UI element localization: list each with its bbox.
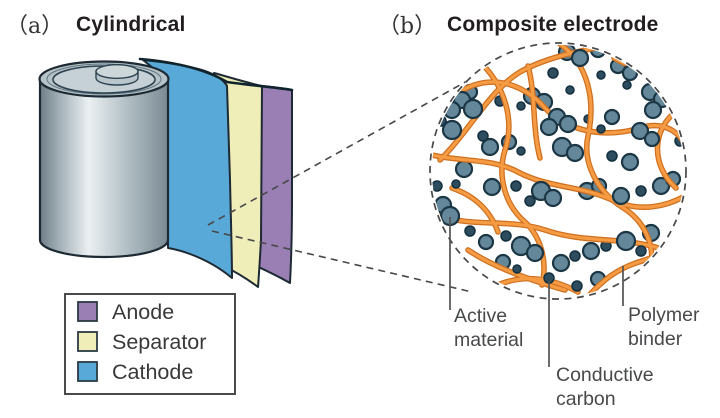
- cylinder-body: [38, 77, 170, 259]
- cathode-legend-swatch: [77, 361, 98, 382]
- callout-pointers: [449, 217, 624, 367]
- separator-legend-swatch: [77, 331, 98, 352]
- panel-a-title: Cylindrical: [76, 13, 186, 36]
- zoom-connector-lines: [207, 49, 524, 293]
- active-material-particles-front: [433, 48, 684, 273]
- conductive-carbon-label: Conductive carbon: [556, 364, 659, 410]
- panel-a-index: （a）: [6, 14, 63, 39]
- cathode-legend-label: Cathode: [112, 360, 193, 384]
- cylinder-top-rim-ring: [46, 63, 162, 95]
- cylindrical-battery: [38, 57, 294, 288]
- anode-legend-swatch: [77, 301, 98, 322]
- panel-a: （a） Cylindrical Anode Separator: [6, 13, 294, 395]
- zoom-line-lower: [211, 230, 473, 293]
- panel-b-index: （b）: [378, 14, 436, 39]
- sheet-top-edge: [138, 57, 294, 92]
- polymer-binder-label: Polymer binder: [628, 304, 705, 350]
- active-material-label: Active material: [454, 305, 523, 351]
- panel-b: （b） Composite electrode: [378, 13, 705, 410]
- terminal-cap-top: [95, 63, 139, 79]
- anode-legend-label: Anode: [112, 300, 174, 324]
- legend: Anode Separator Cathode: [64, 293, 236, 395]
- separator-legend-label: Separator: [112, 330, 206, 354]
- panel-b-title: Composite electrode: [447, 13, 659, 36]
- composite-electrode-microstructure: [432, 45, 684, 297]
- conductive-carbon-particles-front: [432, 67, 647, 292]
